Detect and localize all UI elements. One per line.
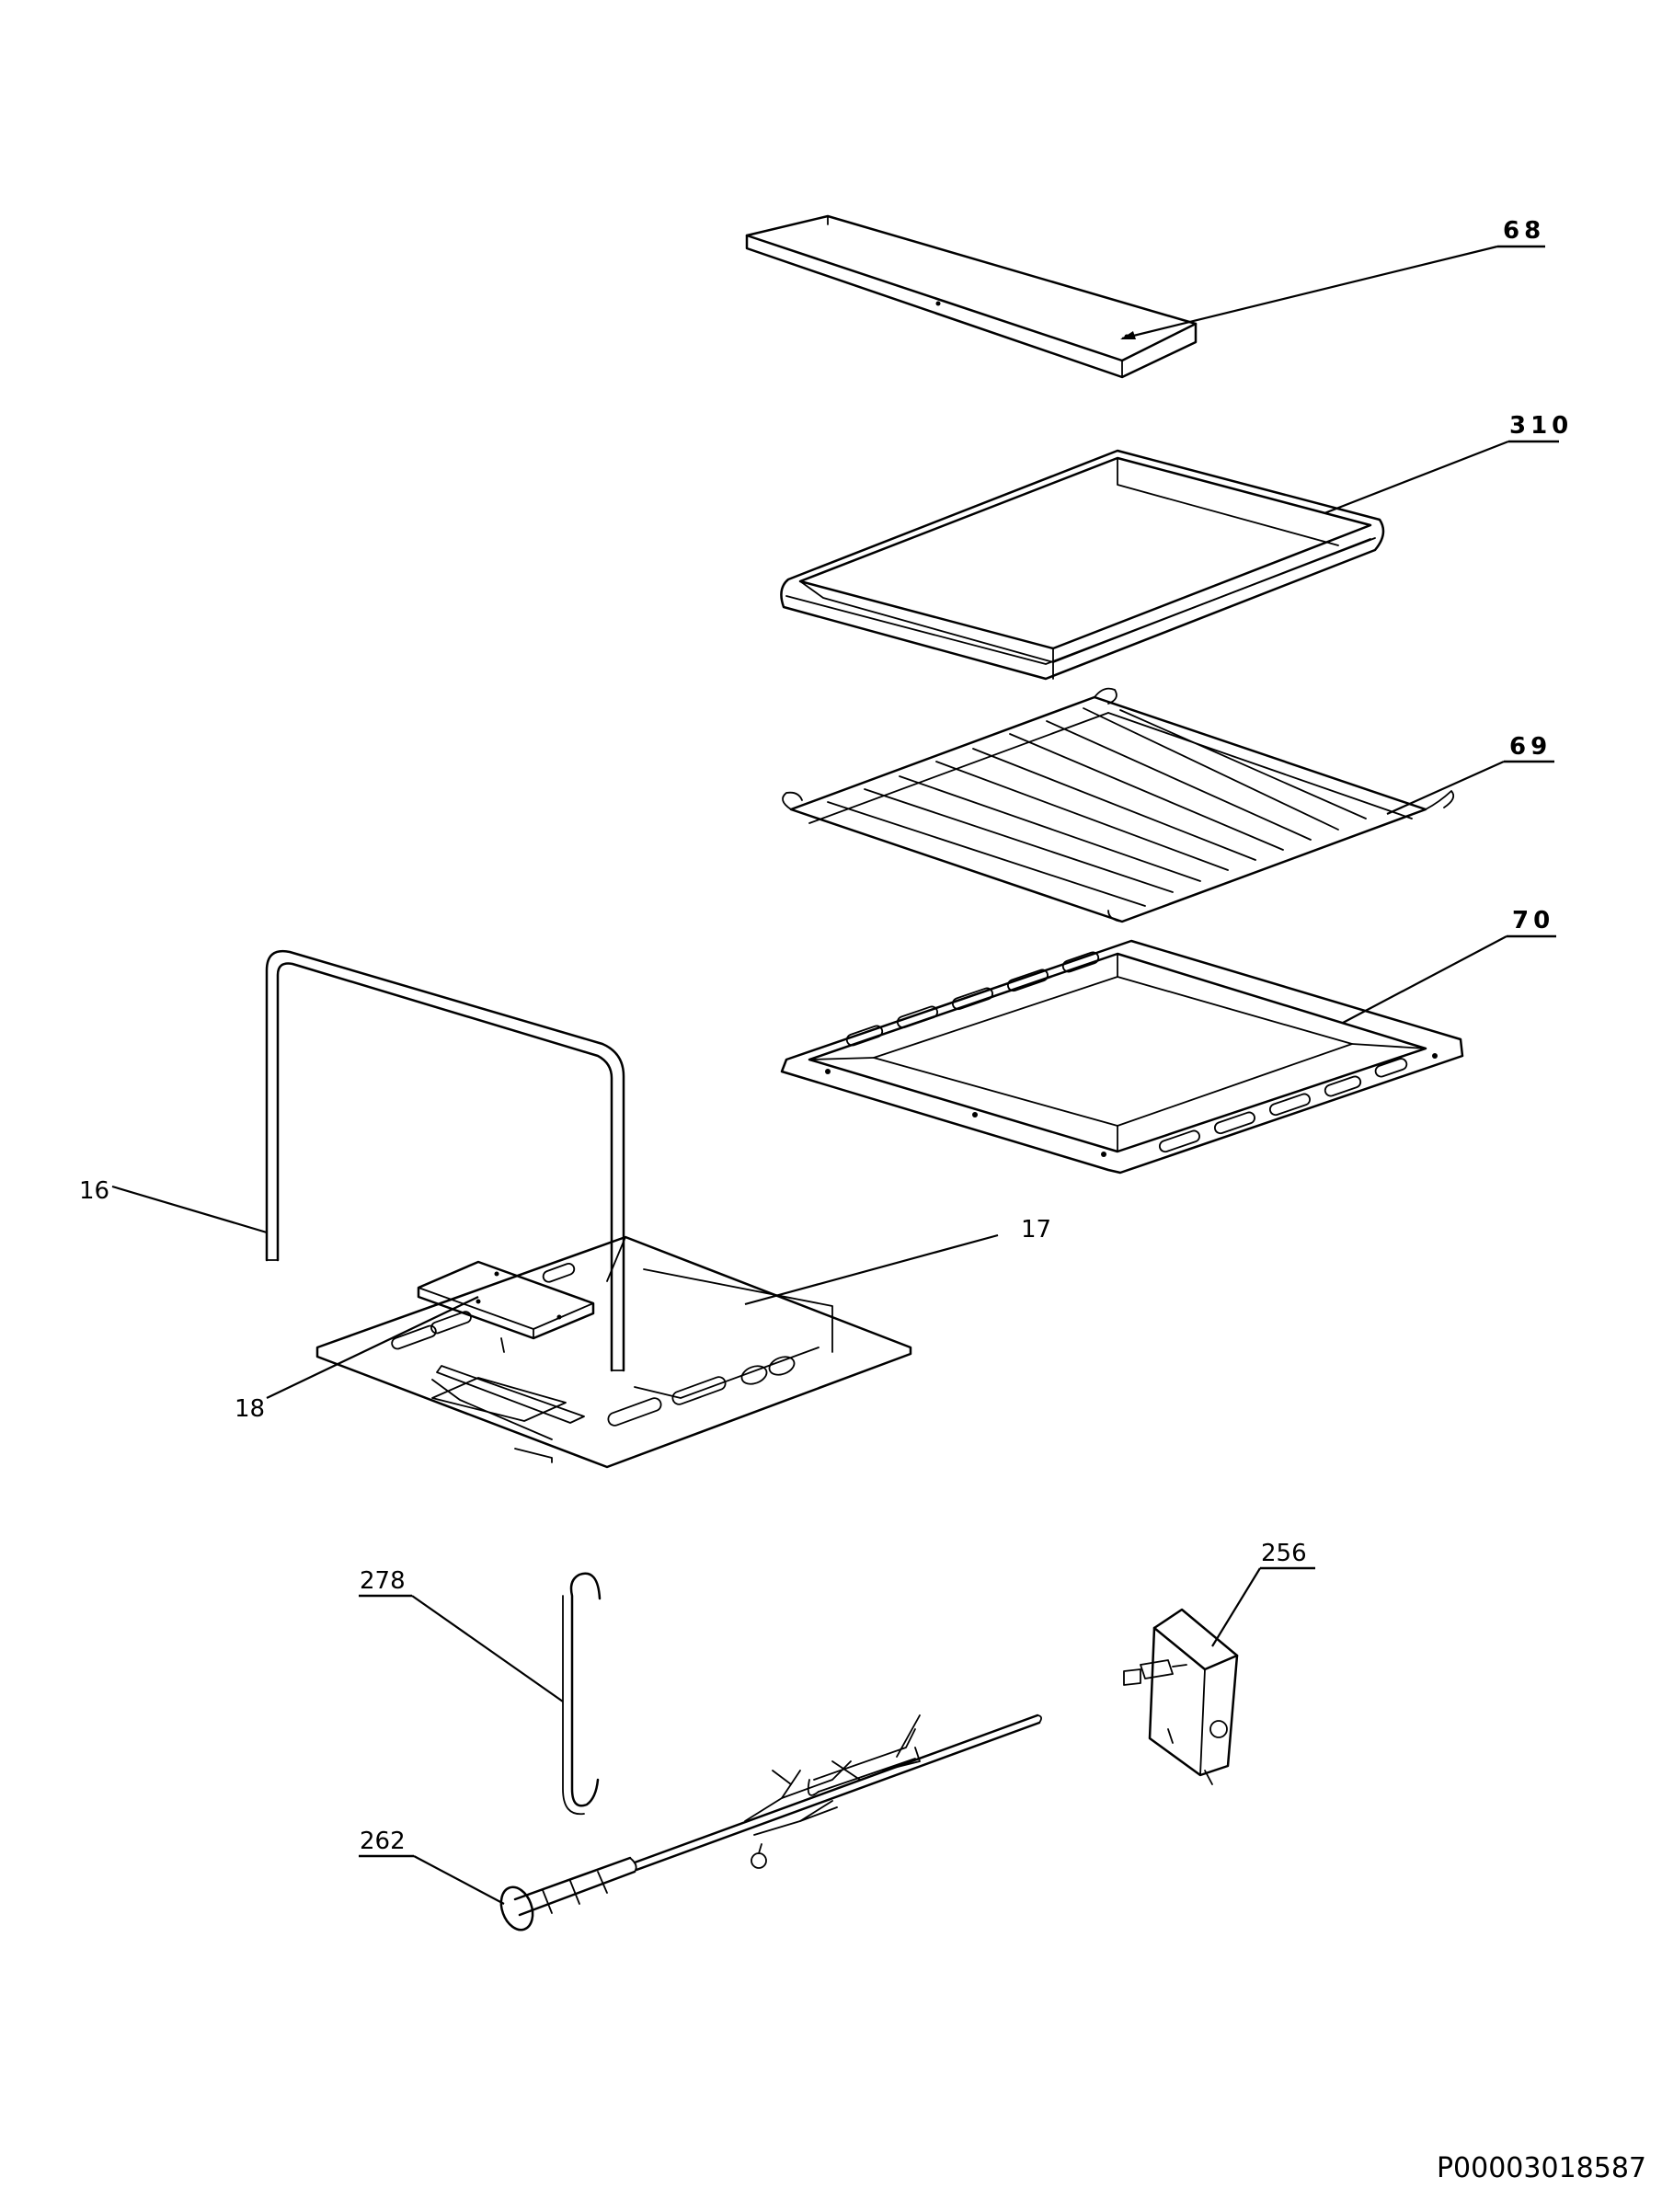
callout-69: 69	[1386, 733, 1554, 816]
part-label-256: 256	[1261, 1540, 1307, 1567]
part-278-hook	[562, 1572, 602, 1816]
callout-18: 18	[235, 1296, 479, 1423]
part-label-310: 310	[1509, 412, 1573, 440]
part-label-69: 69	[1509, 733, 1552, 761]
part-70-drip-pan	[780, 939, 1464, 1175]
document-id: P00003018587	[1436, 2152, 1646, 2184]
callout-70: 70	[1342, 907, 1556, 1024]
part-256-rotisserie-motor	[1123, 1608, 1239, 1785]
callout-17: 17	[744, 1216, 1051, 1306]
part-16-wire-frame	[265, 949, 625, 1372]
part-label-16: 16	[79, 1177, 109, 1205]
part-68-trim-strip	[745, 214, 1198, 379]
part-label-262: 262	[360, 1828, 406, 1855]
part-18-cover-plate	[417, 1260, 595, 1353]
part-label-70: 70	[1512, 907, 1554, 934]
callout-256: 256	[1211, 1540, 1315, 1647]
part-262-rotisserie-spit	[499, 1713, 1042, 1931]
part-69-wire-rack	[782, 687, 1455, 923]
part-label-18: 18	[235, 1395, 265, 1423]
part-17-base-plate	[315, 1235, 912, 1469]
part-label-68: 68	[1503, 217, 1545, 245]
callout-310: 310	[1324, 412, 1573, 515]
part-310-baking-tray	[780, 449, 1385, 681]
part-label-278: 278	[360, 1567, 406, 1595]
callout-262: 262	[359, 1828, 505, 1905]
callout-16: 16	[79, 1177, 268, 1234]
callout-68: 68	[1120, 217, 1545, 340]
part-label-17: 17	[1021, 1216, 1051, 1244]
callout-278: 278	[359, 1567, 564, 1702]
